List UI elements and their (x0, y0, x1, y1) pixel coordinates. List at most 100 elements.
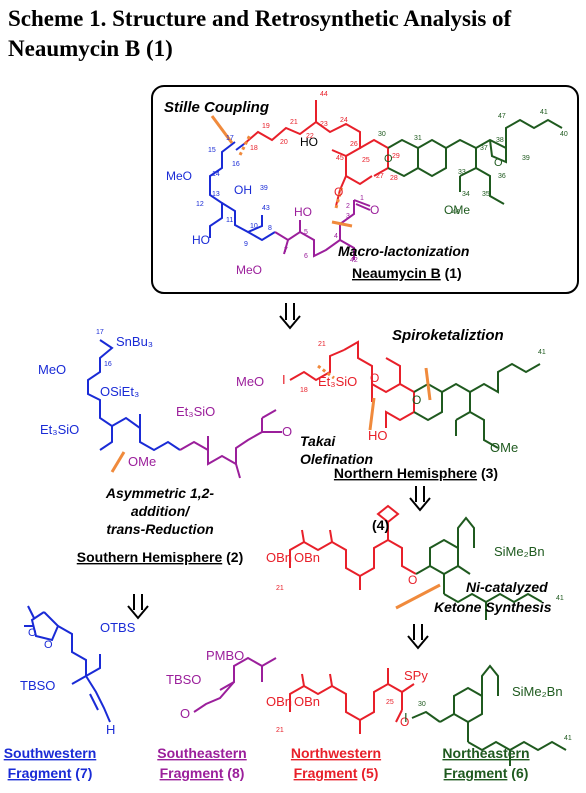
ne-c30: 30 (418, 701, 426, 708)
stille-coupling-label: Stille Coupling (164, 99, 269, 116)
sw-name-1: Southwestern (4, 745, 97, 761)
northern-name-text: Northern Hemisphere (334, 465, 477, 481)
north-ome: OMe (490, 440, 518, 455)
nw-fragment (289, 668, 415, 734)
n7: 7 (284, 247, 288, 254)
ketone-red (289, 504, 417, 590)
south-c16: 16 (104, 361, 112, 368)
ne-name-2: Fragment (6) (444, 765, 529, 781)
n46: 46 (452, 209, 460, 216)
n47: 47 (498, 113, 506, 120)
top-meo: MeO (166, 169, 192, 183)
ni-label-2: Ketone Synthesis (434, 599, 552, 615)
n31: 31 (414, 135, 422, 142)
retro-arrow-2 (409, 486, 431, 512)
se-name-2-text: Fragment (160, 765, 224, 781)
northern-cuts (317, 364, 432, 431)
top-ome: OMe (444, 203, 470, 217)
southern-name: Southern Hemisphere (2) (77, 549, 244, 565)
north-o1: O (370, 371, 379, 385)
ketone-c41: 41 (556, 595, 564, 602)
ne-iodide: I (404, 710, 408, 725)
n1: 1 (360, 195, 364, 202)
n2: 2 (346, 203, 350, 210)
top-carbonyl-o: O (370, 203, 379, 217)
spiroketalization-label: Spiroketaliztion (392, 327, 504, 344)
macro-lactonization-label: Macro-lactonization (338, 243, 469, 259)
nw-num: (5) (361, 765, 378, 781)
nw-spy: SPy (404, 668, 428, 683)
north-ho: HO (368, 428, 388, 443)
n43: 43 (262, 205, 270, 212)
neaumycin-num: (1) (445, 265, 462, 281)
sw-name-1-text: Southwestern (4, 745, 97, 761)
top-oh: OH (234, 183, 252, 197)
southern-num: (2) (226, 549, 243, 565)
south-ome: OMe (128, 454, 156, 469)
n4: 4 (334, 233, 338, 240)
nw-name-1: Northwestern (291, 745, 381, 761)
top-ho3: HO (300, 135, 318, 149)
n3: 3 (346, 213, 350, 220)
south-snbu3: SnBu₃ (116, 334, 153, 349)
north-c21: 21 (318, 341, 326, 348)
n42: 42 (350, 257, 358, 264)
se-pmbo: PMBO (206, 648, 244, 663)
ketone-green (415, 516, 543, 620)
title-line-1: Scheme 1. Structure and Retrosynthetic A… (8, 6, 512, 31)
northern-red (289, 340, 415, 428)
n12: 12 (196, 201, 204, 208)
n38: 38 (496, 137, 504, 144)
ketone-cut (395, 583, 441, 610)
north-c41: 41 (538, 349, 546, 356)
north-et3sio: Et₃SiO (318, 374, 357, 389)
n15: 15 (208, 147, 216, 154)
south-reaction-3: trans-Reduction (106, 521, 213, 537)
n34: 34 (462, 191, 470, 198)
top-spiro-o1: O (384, 153, 393, 165)
n9: 9 (244, 241, 248, 248)
south-carbonyl-o: O (282, 424, 292, 439)
northern-name: Northern Hemisphere (3) (334, 465, 498, 481)
north-iodide: I (282, 372, 286, 387)
ketone-c21: 21 (276, 585, 284, 592)
northern-num: (3) (481, 465, 498, 481)
n33: 33 (458, 169, 466, 176)
top-ester-o: O (334, 185, 343, 199)
nw-o: O (400, 715, 409, 729)
sw-tbso: TBSO (20, 678, 55, 693)
ketone-obn-2: OBn (294, 550, 320, 565)
sw-name-2-text: Fragment (8, 765, 72, 781)
south-c17: 17 (96, 329, 104, 336)
southern-blue (87, 339, 181, 452)
sw-name-2: Fragment (7) (8, 765, 93, 781)
n13: 13 (212, 191, 220, 198)
n8: 8 (268, 225, 272, 232)
se-name-1: Southeastern (157, 745, 246, 761)
south-meo: MeO (38, 362, 66, 377)
n35: 35 (482, 191, 490, 198)
nw-c21: 21 (276, 727, 284, 734)
n14: 14 (212, 171, 220, 178)
n44: 44 (320, 91, 328, 98)
n28: 28 (390, 175, 398, 182)
top-atom-numbers: 17 18 19 20 21 22 23 24 44 30 31 37 38 4… (196, 91, 568, 264)
neaumycin-purple-fragment (274, 199, 371, 260)
n11: 11 (226, 217, 233, 224)
south-meo-ester: MeO (236, 374, 264, 389)
nw-name-2-text: Fragment (294, 765, 358, 781)
ketone-num: (4) (372, 517, 389, 533)
neaumycin-disconnections (210, 115, 353, 228)
n16: 16 (232, 161, 240, 168)
sw-o1: O (28, 627, 37, 639)
n5: 5 (304, 229, 308, 236)
se-name-2: Fragment (8) (160, 765, 245, 781)
north-c18: 18 (300, 387, 308, 394)
n41: 41 (540, 109, 548, 116)
se-tbso: TBSO (166, 672, 201, 687)
n23: 23 (320, 121, 328, 128)
ne-fragment (411, 664, 567, 766)
structure-box (151, 85, 579, 294)
nw-obn-2: OBn (294, 694, 320, 709)
